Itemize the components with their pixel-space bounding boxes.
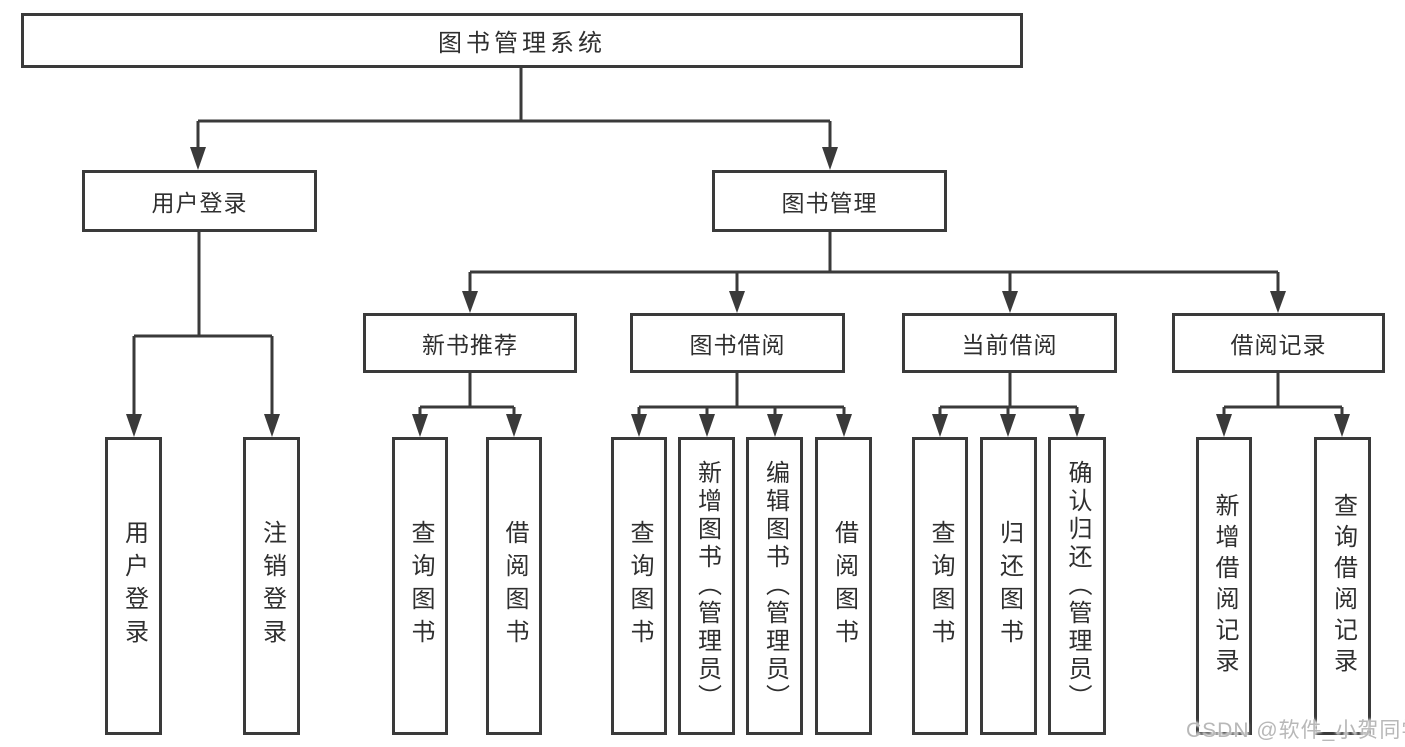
- arrow-down-icon: [699, 414, 715, 437]
- arrow-down-icon: [190, 147, 206, 170]
- arrow-down-icon: [631, 414, 647, 437]
- leaf-user-login: 用户登录: [105, 437, 162, 735]
- leaf-return-books: 归还图书: [980, 437, 1037, 735]
- arrow-down-icon: [506, 414, 522, 437]
- leaf-label: 新增借阅记录: [1211, 493, 1238, 679]
- leaf-label: 借阅图书: [501, 520, 528, 652]
- node-current-borrowing: 当前借阅: [902, 313, 1117, 373]
- leaf-label: 查询图书: [407, 520, 434, 652]
- arrow-down-icon: [1334, 414, 1350, 437]
- arrow-down-icon: [126, 414, 142, 437]
- node-book-borrowing: 图书借阅: [630, 313, 845, 373]
- leaf-label: 编辑图书（管理员）: [761, 460, 789, 712]
- connector-book-mgmt-to-level3: [462, 232, 1286, 313]
- watermark: CSDN @软件_小贺同学: [1186, 719, 1405, 742]
- leaf-label: 新增图书（管理员）: [693, 460, 721, 712]
- arrow-down-icon: [932, 414, 948, 437]
- arrow-down-icon: [1000, 414, 1016, 437]
- connector-current-borrowing-to-leaves: [932, 373, 1085, 437]
- leaf-label: 查询图书: [927, 520, 954, 652]
- arrow-down-icon: [836, 414, 852, 437]
- arrow-down-icon: [1216, 414, 1232, 437]
- leaf-label: 注销登录: [258, 520, 286, 652]
- leaf-query-books-recommend: 查询图书: [392, 437, 448, 735]
- leaf-add-books-admin: 新增图书（管理员）: [678, 437, 735, 735]
- arrow-down-icon: [729, 291, 745, 313]
- leaf-query-books-borrowing: 查询图书: [611, 437, 667, 735]
- arrow-down-icon: [1270, 291, 1286, 313]
- arrow-down-icon: [1002, 291, 1018, 313]
- leaf-label: 借阅图书: [830, 520, 858, 652]
- node-user-login: 用户登录: [82, 170, 317, 232]
- leaf-edit-books-admin: 编辑图书（管理员）: [746, 437, 803, 735]
- arrow-down-icon: [822, 147, 838, 170]
- connector-new-book-to-leaves: [412, 373, 522, 437]
- arrow-down-icon: [412, 414, 428, 437]
- node-book-management: 图书管理: [712, 170, 947, 232]
- arrow-down-icon: [462, 291, 478, 313]
- leaf-logout: 注销登录: [243, 437, 300, 735]
- leaf-query-books-current: 查询图书: [912, 437, 968, 735]
- connector-user-login-to-leaves: [126, 232, 280, 437]
- arrow-down-icon: [1069, 414, 1085, 437]
- node-borrowing-records: 借阅记录: [1172, 313, 1385, 373]
- node-new-book-recommendation: 新书推荐: [363, 313, 577, 373]
- leaf-label: 查询借阅记录: [1329, 493, 1357, 679]
- leaf-query-borrow-record: 查询借阅记录: [1314, 437, 1371, 735]
- arrow-down-icon: [264, 414, 280, 437]
- connector-book-borrowing-to-leaves: [631, 373, 852, 437]
- leaf-label: 用户登录: [120, 520, 148, 652]
- leaf-borrow-books-borrowing: 借阅图书: [815, 437, 872, 735]
- leaf-confirm-return-admin: 确认归还（管理员）: [1048, 437, 1106, 735]
- connector-root-to-level2: [190, 68, 838, 170]
- node-book-management-system: 图书管理系统: [21, 13, 1023, 68]
- leaf-label: 查询图书: [626, 520, 653, 652]
- leaf-borrow-books-recommend: 借阅图书: [486, 437, 542, 735]
- leaf-label: 确认归还（管理员）: [1064, 460, 1091, 712]
- leaf-label: 归还图书: [995, 520, 1023, 652]
- connector-borrow-records-to-leaves: [1216, 373, 1350, 437]
- leaf-add-borrow-record: 新增借阅记录: [1196, 437, 1252, 735]
- arrow-down-icon: [767, 414, 783, 437]
